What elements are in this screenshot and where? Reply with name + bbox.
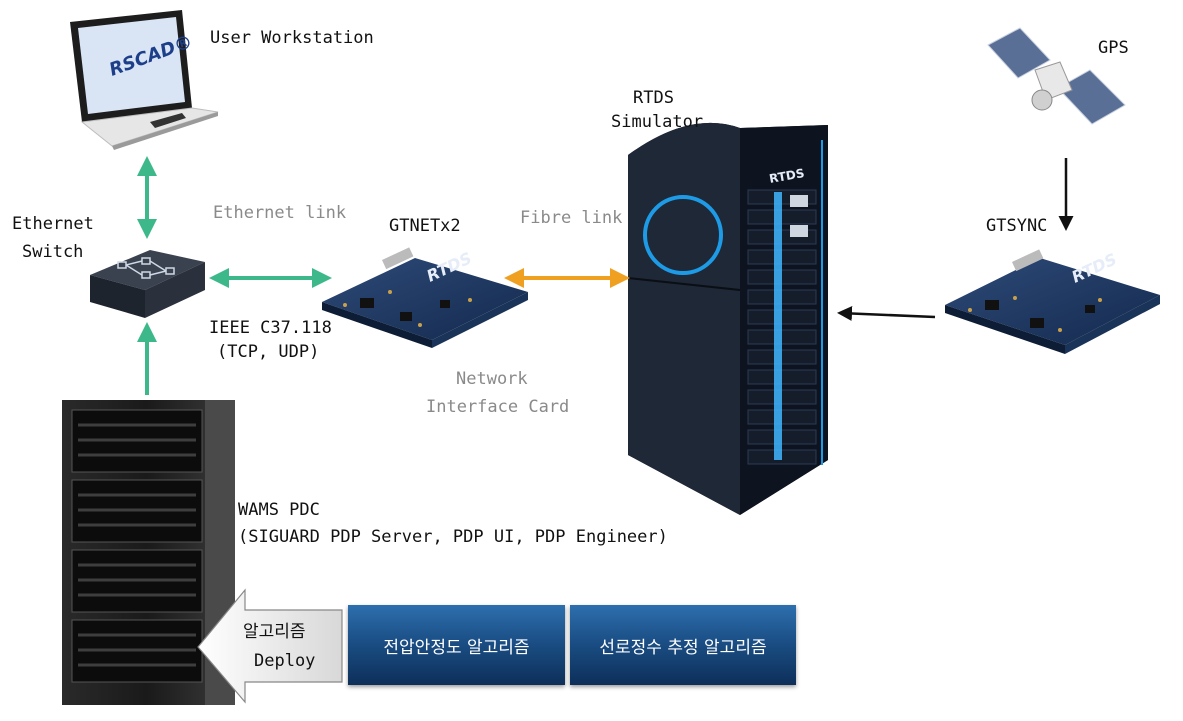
- gps-label: GPS: [1098, 38, 1129, 58]
- ieee-label-line1: IEEE C37.118: [209, 318, 332, 338]
- rtds-label-line1: RTDS: [633, 88, 674, 108]
- ethernet-link-label: Ethernet link: [213, 203, 347, 223]
- ethernet-switch-label-line1: Ethernet: [12, 214, 94, 234]
- gtnetx2-label: GTNETx2: [389, 216, 461, 236]
- deploy-label-line2: Deploy: [254, 651, 316, 671]
- voltage-stability-algorithm-box: 전압안정도 알고리즘: [348, 605, 565, 685]
- line-parameter-estimation-algorithm-box: 선로정수 추정 알고리즘: [570, 605, 796, 685]
- rtds-label-line2: Simulator: [611, 112, 704, 132]
- laptop-icon: [70, 10, 219, 150]
- gtsync-board-icon: [945, 249, 1160, 354]
- rtds-cabinet-logo: RTDS: [768, 166, 805, 186]
- fibre-link-label: Fibre link: [520, 208, 623, 228]
- deploy-label-line1: 알고리즘: [243, 622, 306, 642]
- ethernet-switch-icon: [90, 250, 205, 318]
- nic-label-line1: Network: [456, 369, 528, 389]
- nic-label-line2: Interface Card: [426, 397, 570, 417]
- wams-pdc-label-line2: (SIGUARD PDP Server, PDP UI, PDP Enginee…: [238, 527, 668, 547]
- wams-pdc-label-line1: WAMS PDC: [238, 500, 320, 520]
- gtsync-label: GTSYNC: [986, 216, 1048, 236]
- rtds-cabinet-icon: [627, 122, 828, 515]
- gtnetx2-board-icon: [322, 247, 528, 348]
- ieee-label-line2: (TCP, UDP): [217, 342, 320, 362]
- user-workstation-label: User Workstation: [210, 28, 374, 48]
- ethernet-switch-label-line2: Switch: [22, 242, 84, 262]
- deploy-arrow-shape: [197, 588, 343, 704]
- satellite-icon: [987, 27, 1126, 125]
- gtsync-rtds-link: [837, 306, 936, 321]
